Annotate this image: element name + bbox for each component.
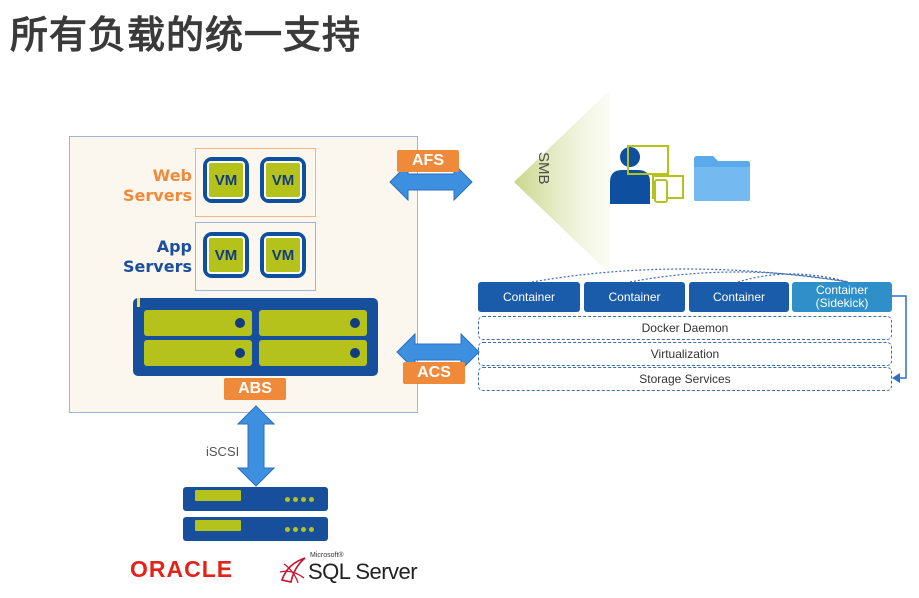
vm-app-2: VM — [260, 232, 306, 278]
rack-drive — [195, 490, 241, 501]
storage-array — [133, 298, 378, 376]
vm-label: VM — [264, 236, 302, 274]
afs-tag: AFS — [397, 150, 459, 172]
container-1: Container — [478, 282, 580, 312]
abs-tag: ABS — [224, 378, 286, 400]
container-3: Container — [689, 282, 789, 312]
drive-led — [350, 348, 360, 358]
rack-drive — [195, 520, 241, 531]
sql-microsoft-text: Microsoft® — [310, 552, 344, 559]
sql-server-text: SQL Server — [308, 559, 418, 584]
iscsi-label: iSCSI — [206, 444, 240, 459]
smb-label: SMB — [535, 152, 552, 185]
iscsi-arrow — [236, 405, 276, 487]
rack-led — [293, 527, 298, 532]
drive-slot — [259, 340, 367, 366]
rack-led — [309, 527, 314, 532]
docker-daemon-layer: Docker Daemon — [478, 316, 892, 340]
vm-app-1: VM — [203, 232, 249, 278]
rack-led — [301, 497, 306, 502]
rack-led — [309, 497, 314, 502]
app-servers-text: App Servers — [123, 237, 192, 276]
vm-web-1: VM — [203, 157, 249, 203]
container-2: Container — [584, 282, 685, 312]
sidekick-label-2: (Sidekick) — [815, 296, 869, 310]
vm-label: VM — [207, 161, 245, 199]
drive-slot — [259, 310, 367, 336]
drive-slot — [144, 340, 252, 366]
app-servers-label: App Servers — [120, 237, 192, 277]
web-servers-group — [195, 148, 316, 217]
drive-led — [235, 348, 245, 358]
page-title: 所有负载的统一支持 — [10, 13, 362, 57]
oracle-logo: ORACLE — [130, 556, 234, 582]
app-servers-group — [195, 222, 316, 291]
sql-server-icon — [279, 557, 306, 584]
acs-tag: ACS — [403, 362, 465, 384]
rack-led — [285, 497, 290, 502]
vm-label: VM — [207, 236, 245, 274]
sql-server-logo: Microsoft® SQL Server — [278, 552, 418, 586]
user-icon — [610, 145, 684, 204]
smb-beam — [514, 90, 610, 274]
vm-web-2: VM — [260, 157, 306, 203]
storage-services-layer: Storage Services — [478, 367, 892, 391]
drive-led — [350, 318, 360, 328]
container-sidekick: Container (Sidekick) — [792, 282, 892, 312]
san-rack-2 — [183, 517, 328, 541]
indicator-mark — [137, 298, 140, 307]
san-rack-1 — [183, 487, 328, 511]
rack-led — [293, 497, 298, 502]
container-links — [531, 268, 849, 283]
rack-led — [285, 527, 290, 532]
folder-icon — [694, 156, 750, 201]
web-servers-label: Web Servers — [120, 166, 192, 206]
rack-led — [301, 527, 306, 532]
sidekick-label-1: Container — [815, 283, 869, 297]
drive-led — [235, 318, 245, 328]
drive-slot — [144, 310, 252, 336]
vm-label: VM — [264, 161, 302, 199]
web-servers-text: Web Servers — [123, 166, 192, 205]
sidekick-connector — [892, 295, 907, 383]
virtualization-layer: Virtualization — [478, 342, 892, 366]
